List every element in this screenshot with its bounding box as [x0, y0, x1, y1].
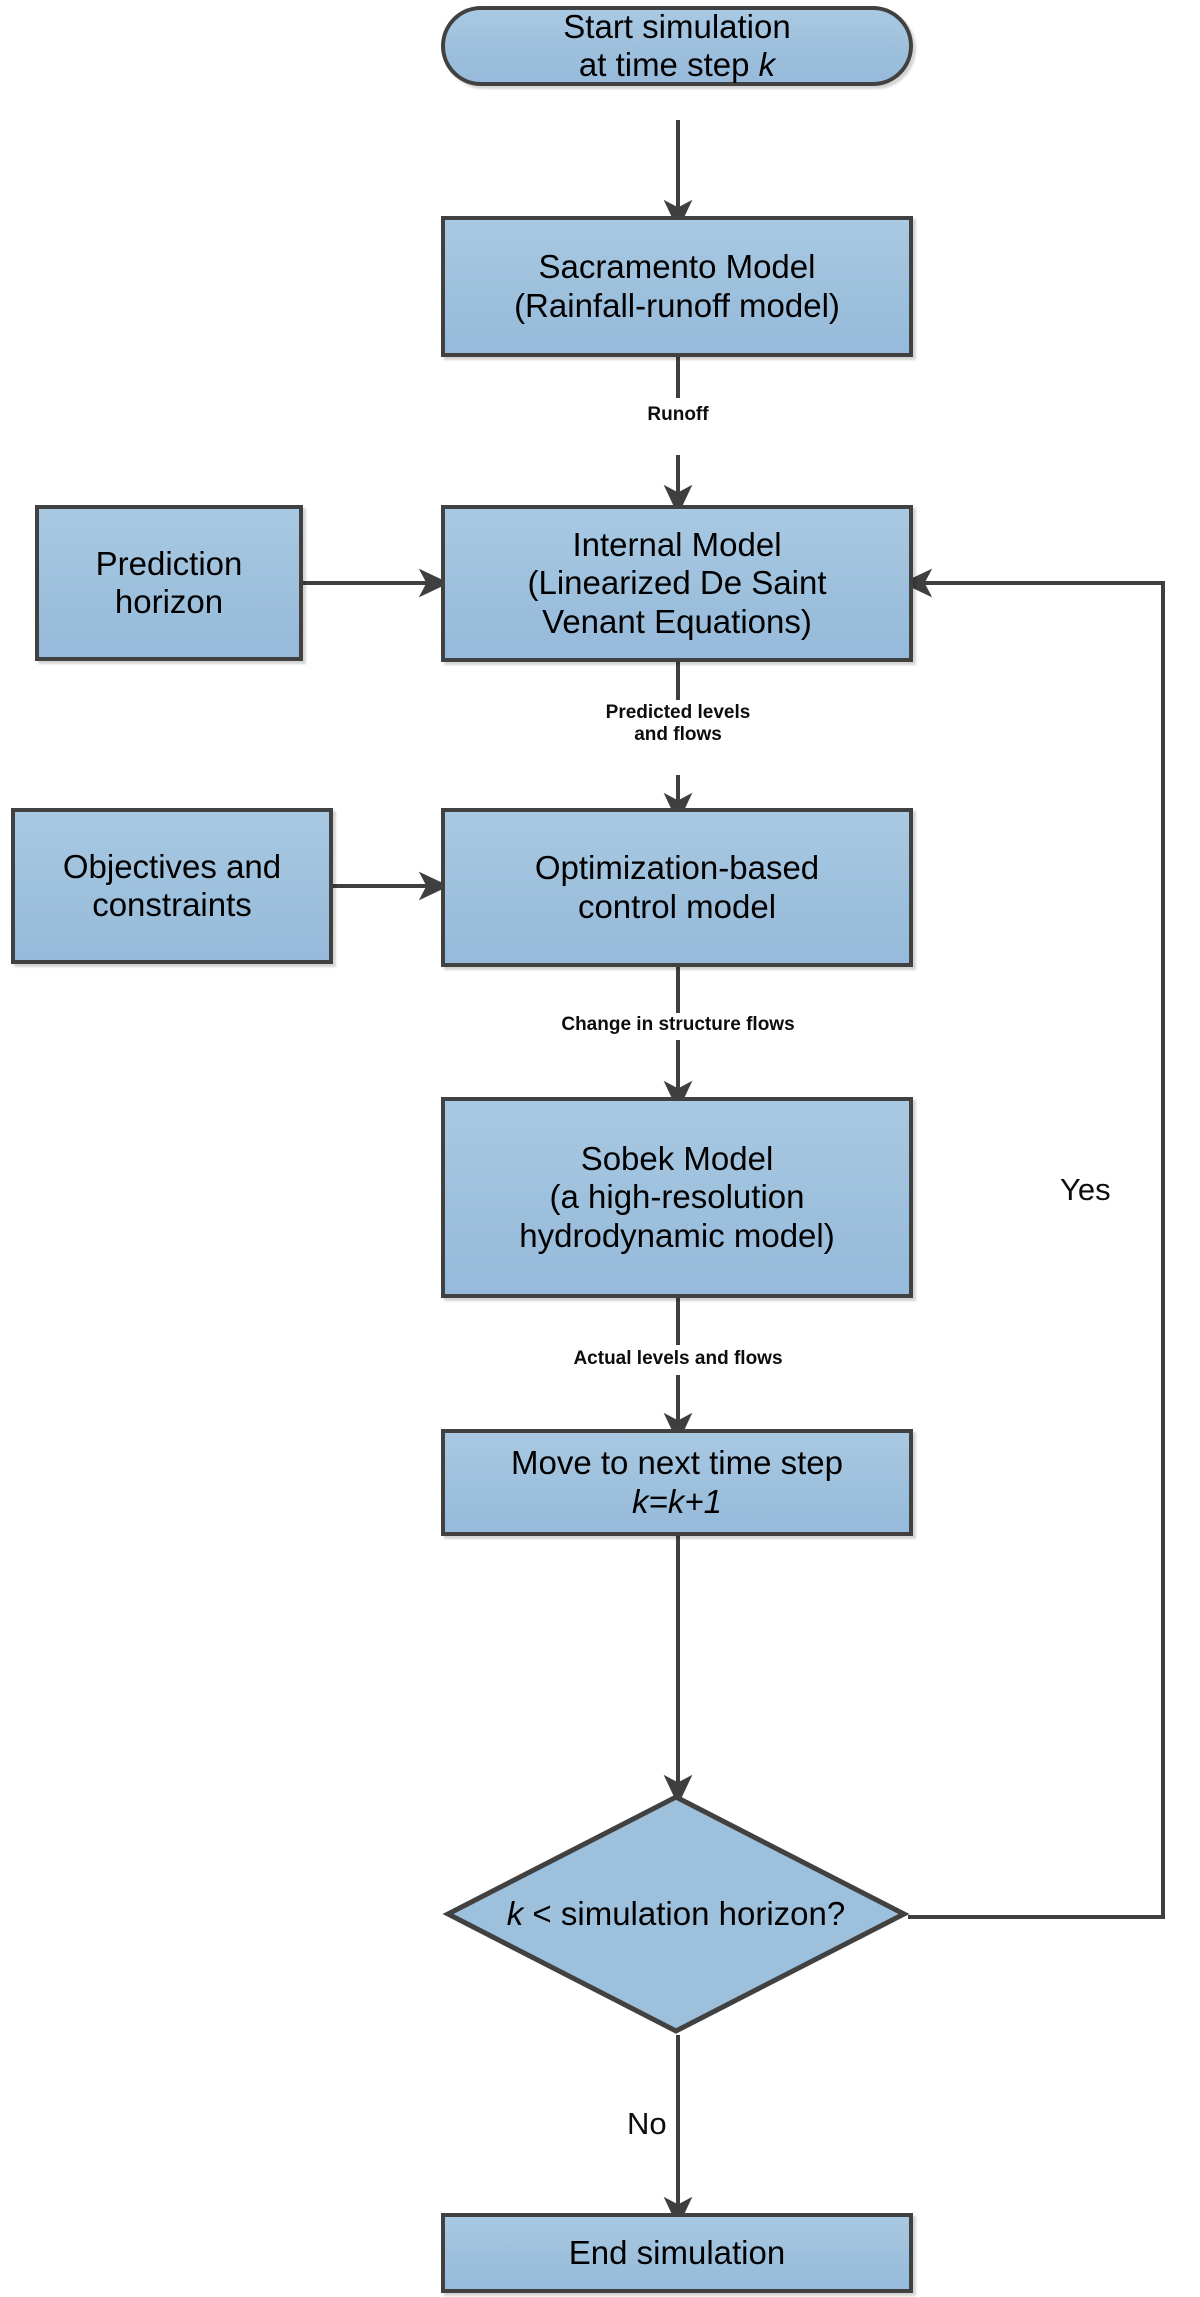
connector-decision-yes-loopback: [901, 568, 1165, 1919]
prediction-horizon-label: Prediction horizon: [39, 545, 299, 622]
optimization-control-label: Optimization-based control model: [445, 849, 909, 926]
sobek-line-1: Sobek Model: [580, 1140, 774, 1178]
sobek-model-node[interactable]: Sobek Model (a high-resolution hydrodyna…: [441, 1097, 913, 1298]
sobek-line-3: hydrodynamic model): [519, 1216, 835, 1254]
optimization-line-1: Optimization-based: [534, 849, 820, 887]
objectives-line-1: Objectives and: [62, 847, 282, 885]
prediction-horizon-line-2: horizon: [114, 583, 224, 620]
decision-variable: k: [506, 1894, 524, 1932]
decision-line-1: k < simulation: [507, 1895, 710, 1932]
sobek-line-2: (a high-resolution: [549, 1178, 805, 1216]
objectives-and-constraints-node[interactable]: Objectives and constraints: [11, 808, 333, 964]
start-simulation-label: Start simulation at time step k: [445, 8, 909, 85]
branch-label-yes: Yes: [1060, 1172, 1111, 1207]
end-line-1: End simulation: [568, 2233, 786, 2271]
optimization-based-control-model-node[interactable]: Optimization-based control model: [441, 808, 913, 967]
internal-model-line-2: (Linearized De Saint: [527, 564, 827, 602]
sacramento-model-node[interactable]: Sacramento Model (Rainfall-runoff model): [441, 216, 913, 357]
move-to-next-time-step-label: Move to next time step k=k+1: [445, 1444, 909, 1521]
internal-model-label: Internal Model (Linearized De Saint Vena…: [445, 526, 909, 641]
start-line-2-prefix: at time step: [578, 46, 759, 83]
objectives-and-constraints-label: Objectives and constraints: [15, 848, 329, 925]
move-to-next-time-step-node[interactable]: Move to next time step k=k+1: [441, 1429, 913, 1536]
internal-model-line-1: Internal Model: [572, 526, 782, 564]
start-line-2: at time step k: [451, 46, 903, 84]
decision-label: k < simulation horizon?: [441, 1790, 911, 2038]
decision-line-2: horizon?: [718, 1894, 846, 1932]
internal-model-node[interactable]: Internal Model (Linearized De Saint Vena…: [441, 505, 913, 662]
end-simulation-label: End simulation: [445, 2234, 909, 2272]
start-line-1: Start simulation: [563, 7, 791, 45]
sacramento-line-2: (Rainfall-runoff model): [514, 286, 840, 324]
optimization-line-2: control model: [577, 887, 777, 925]
prediction-horizon-node[interactable]: Prediction horizon: [35, 505, 303, 661]
branch-label-no: No: [627, 2106, 667, 2141]
sacramento-line-1: Sacramento Model: [538, 248, 816, 286]
decision-label-text: k < simulation horizon?: [507, 1895, 845, 1933]
decision-line-1-rest: < simulation: [523, 1894, 710, 1932]
decision-diamond-shape: [442, 1794, 910, 2034]
nextstep-line-1: Move to next time step: [511, 1444, 843, 1482]
sobek-model-label: Sobek Model (a high-resolution hydrodyna…: [445, 1140, 909, 1255]
nextstep-line-2: k=k+1: [632, 1482, 722, 1520]
sacramento-model-label: Sacramento Model (Rainfall-runoff model): [445, 248, 909, 325]
edge-label-change-in-structure: Change in structure flows: [561, 1014, 795, 1035]
edge-label-predicted-levels: Predicted levels and flows: [605, 702, 751, 746]
edge-label-runoff: Runoff: [647, 404, 709, 425]
prediction-horizon-line-1: Prediction: [95, 544, 243, 582]
simulation-horizon-decision-node[interactable]: k < simulation horizon?: [441, 1790, 911, 2038]
start-line-2-variable: k: [758, 46, 776, 83]
internal-model-line-3: Venant Equations): [542, 602, 812, 640]
end-simulation-node[interactable]: End simulation: [441, 2213, 913, 2293]
edge-label-actual-levels: Actual levels and flows: [573, 1348, 783, 1369]
objectives-line-2: constraints: [92, 886, 252, 923]
start-simulation-node[interactable]: Start simulation at time step k: [441, 6, 913, 86]
